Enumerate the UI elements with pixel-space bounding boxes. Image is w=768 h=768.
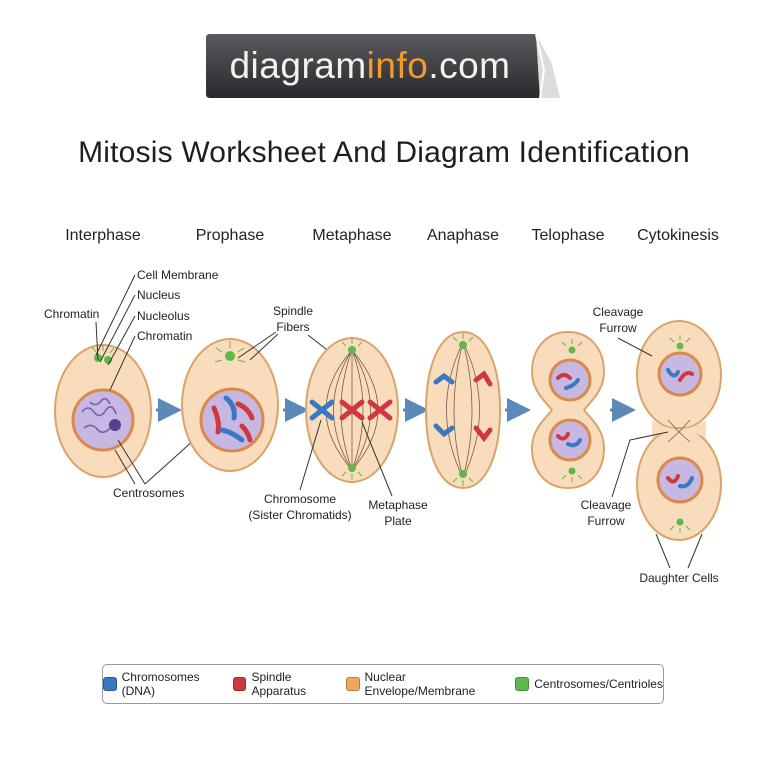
stage-label-cytokinesis: Cytokinesis xyxy=(637,227,719,244)
legend-swatch-blue xyxy=(103,677,117,691)
metaphase-cell xyxy=(305,337,399,483)
prophase-centrosome-icon xyxy=(214,341,246,363)
interphase-cell xyxy=(54,344,152,478)
page-title: Mitosis Worksheet And Diagram Identifica… xyxy=(78,136,690,169)
label-cleavage-furrow-top-line1: Cleavage xyxy=(593,305,644,319)
label-daughter-cells: Daughter Cells xyxy=(639,571,718,585)
legend-item-centrosomes: Centrosomes/Centrioles xyxy=(515,677,663,691)
stage-label-interphase: Interphase xyxy=(65,227,141,244)
legend-label-chromosomes: Chromosomes (DNA) xyxy=(121,670,200,698)
label-centrosomes: Centrosomes xyxy=(113,486,184,500)
banner-text-main: diagram xyxy=(229,45,367,86)
label-chromosome-line1: Chromosome xyxy=(264,492,336,506)
legend-swatch-orange xyxy=(345,677,360,691)
label-nucleolus: Nucleolus xyxy=(137,309,190,323)
anaphase-spindle-fibers xyxy=(446,341,480,479)
legend-label-nuclear-envelope: Nuclear Envelope/Membrane xyxy=(364,670,476,698)
legend-swatch-green xyxy=(515,677,530,691)
legend-label-centrosomes: Centrosomes/Centrioles xyxy=(534,677,663,691)
telophase-cell xyxy=(530,330,606,490)
interphase-labels: Cell Membrane Nucleus Nucleolus Chromati… xyxy=(44,268,219,500)
legend-label-spindle: Spindle Apparatus xyxy=(251,670,307,698)
label-cell-membrane: Cell Membrane xyxy=(137,268,219,282)
label-cleavage-furrow-bottom-line1: Cleavage xyxy=(581,498,632,512)
label-chromatin-right: Chromatin xyxy=(137,329,192,343)
interphase-chromatin-strands xyxy=(81,397,117,434)
legend-item-spindle: Spindle Apparatus xyxy=(232,670,346,698)
interphase-nucleolus xyxy=(109,419,121,431)
banner-background xyxy=(206,33,560,99)
banner-text-accent: info xyxy=(366,45,429,86)
anaphase-cell xyxy=(424,330,502,490)
cytokinesis-cells xyxy=(636,320,722,541)
label-cleavage-furrow-bottom-line2: Furrow xyxy=(587,514,625,528)
legend-item-nuclear-envelope: Nuclear Envelope/Membrane xyxy=(345,670,515,698)
legend: Chromosomes (DNA) Spindle Apparatus Nucl… xyxy=(102,664,664,704)
stage-label-anaphase: Anaphase xyxy=(427,227,499,244)
label-spindle-fibers-line1: Spindle xyxy=(273,304,313,318)
interphase-nucleus xyxy=(71,388,135,452)
label-spindle-fibers-line2: Fibers xyxy=(276,320,309,334)
legend-item-chromosomes: Chromosomes (DNA) xyxy=(103,670,233,698)
stage-label-telophase: Telophase xyxy=(532,227,605,244)
banner-logo-text: diagraminfo.com xyxy=(200,30,540,102)
stage-label-metaphase: Metaphase xyxy=(312,227,391,244)
banner-text-suffix: .com xyxy=(428,45,511,86)
label-chromosome-line2: (Sister Chromatids) xyxy=(248,508,351,522)
prophase-cell xyxy=(181,338,279,472)
legend-swatch-red xyxy=(232,677,247,691)
metaphase-labels: Chromosome (Sister Chromatids) Metaphase… xyxy=(248,419,428,528)
label-chromatin-left: Chromatin xyxy=(44,307,99,321)
label-metaphase-plate-line1: Metaphase xyxy=(368,498,428,512)
site-banner: diagraminfo.com xyxy=(200,30,560,102)
label-metaphase-plate-line2: Plate xyxy=(384,514,412,528)
label-cleavage-furrow-top-line2: Furrow xyxy=(599,321,637,335)
mitosis-diagram: Interphase Prophase Metaphase Anaphase T… xyxy=(44,227,722,585)
stage-label-prophase: Prophase xyxy=(196,227,265,244)
label-nucleus: Nucleus xyxy=(137,288,180,302)
spindle-fibers-label: Spindle Fibers xyxy=(237,304,341,361)
cytokinesis-labels: Cleavage Furrow Cleavage Furrow Daughter… xyxy=(581,305,719,585)
